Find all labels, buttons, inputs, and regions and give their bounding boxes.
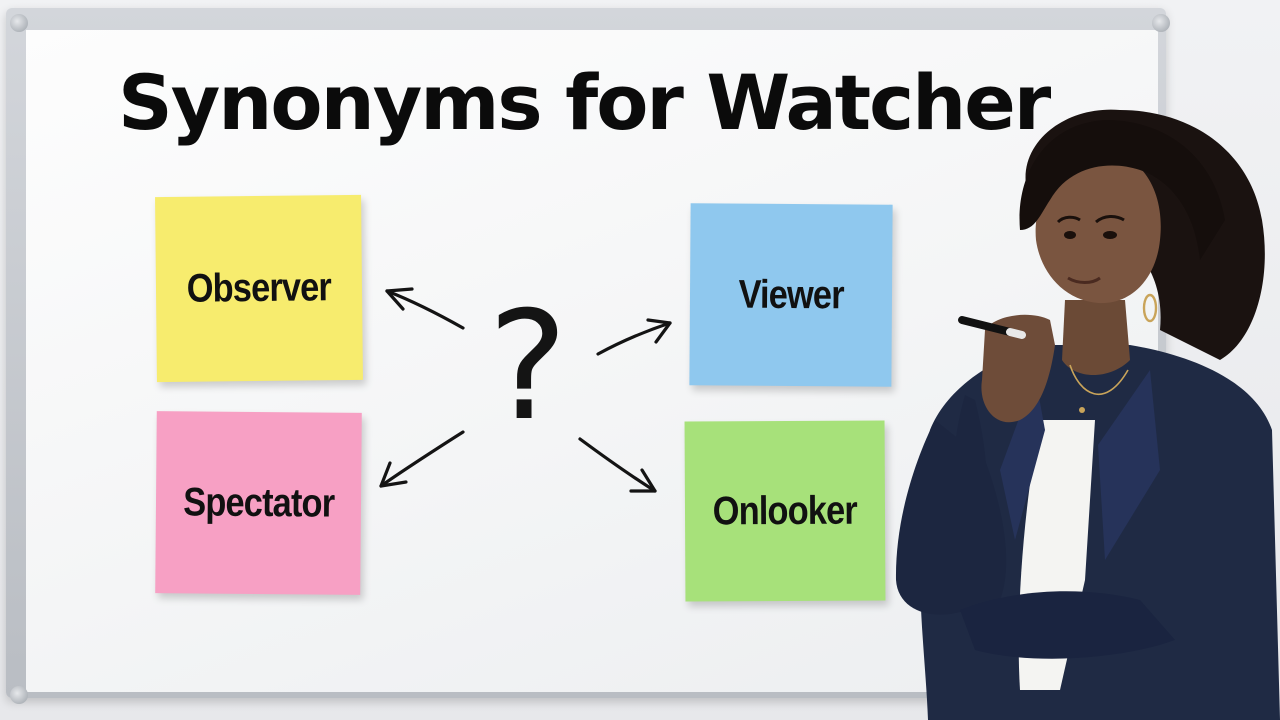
question-mark: ? <box>488 280 568 454</box>
face <box>1035 151 1161 304</box>
board-title: Synonyms for Watcher <box>118 58 1051 147</box>
marker-icon <box>958 316 1026 339</box>
frame-corner-bottom-left <box>10 686 28 704</box>
frame-corner-top-right <box>1152 14 1170 32</box>
hand <box>981 314 1055 423</box>
frame-corner-top-left <box>10 14 28 32</box>
